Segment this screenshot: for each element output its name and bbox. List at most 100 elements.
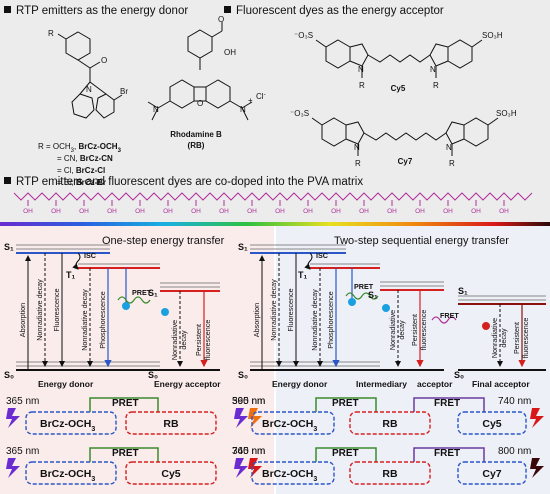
rb-acid-oh: OH xyxy=(224,48,236,57)
donor-molecule-structure xyxy=(57,31,123,119)
left-s0-acceptor: S₀ xyxy=(148,370,158,380)
pva-oh-label: OH xyxy=(331,208,341,215)
donor-r-group: R xyxy=(48,29,54,38)
right-absorption: Absorption xyxy=(252,303,261,337)
left-absorption: Absorption xyxy=(18,303,27,337)
scheme4-acceptor: Cy7 xyxy=(482,468,501,480)
cy7-so3-left: ⁻O₃S xyxy=(290,109,309,118)
pva-oh-label: OH xyxy=(163,208,173,215)
scheme2-acceptor: Cy5 xyxy=(161,468,180,480)
pva-oh-label: OH xyxy=(135,208,145,215)
scheme4-emit: 800 nm xyxy=(498,446,531,457)
rb-ring-o: O xyxy=(197,99,203,108)
right-persist2: Persistent xyxy=(512,322,521,354)
right-decay4: decay xyxy=(499,328,508,348)
scheme1-donor-box xyxy=(25,411,117,435)
scheme1-emit-bolt-icon xyxy=(248,408,262,428)
pva-oh-label: OH xyxy=(471,208,481,215)
header-codoped: RTP emitters and fluorescent dyes are co… xyxy=(16,176,363,188)
rb-name: Rhodamine B xyxy=(170,130,222,139)
cy5-structure xyxy=(315,39,483,78)
right-intermediary-dot xyxy=(382,304,390,312)
donor-carbonyl-o: O xyxy=(101,56,107,65)
scheme1-transfer: PRET xyxy=(112,398,139,409)
cy5-so3-left: ⁻O₃S xyxy=(294,31,313,40)
rb-chloride: Cl- xyxy=(256,92,266,101)
donor-nitrogen: N xyxy=(86,85,92,94)
left-panel-title: One-step energy transfer xyxy=(102,235,225,247)
scheme3-donor-box xyxy=(251,411,335,435)
cy7-r-right: R xyxy=(449,159,455,168)
right-donor-dot xyxy=(348,298,356,306)
scheme1-excite-bolt-icon xyxy=(6,408,20,428)
cy7-so3h-right: SO₃H xyxy=(496,109,517,118)
right-s0: S₀ xyxy=(238,370,248,380)
right-s1-final: S₁ xyxy=(458,286,468,296)
scheme4-transfer1: PRET xyxy=(332,448,359,459)
scheme2-donor: BrCz-OCH3 xyxy=(40,468,95,483)
header-acceptor: Fluorescent dyes as the energy acceptor xyxy=(236,5,444,17)
right-fret: FRET xyxy=(440,311,459,320)
right-nonrad2: Nonradiative decay xyxy=(310,289,319,351)
pva-oh-label: OH xyxy=(443,208,453,215)
right-scheme-cy5: 365 nm BrCz-OCH3 PRET RB FRET Cy5 740 nm xyxy=(232,396,544,435)
left-s0: S₀ xyxy=(4,370,14,380)
pva-oh-label: OH xyxy=(247,208,257,215)
scheme3-acceptor: Cy5 xyxy=(482,418,501,430)
left-nonrad: Nonradiative decay xyxy=(35,279,44,341)
scheme2-excite-bolt-icon xyxy=(6,458,20,478)
variant-cn: = CN, BrCz-CN xyxy=(57,154,113,163)
left-scheme-cy5: 365 nm BrCz-OCH3 PRET Cy5 740 nm xyxy=(6,446,265,485)
pva-oh-label: OH xyxy=(499,208,509,215)
variant-cl: = Cl, BrCz-Cl xyxy=(57,166,105,175)
variant-och3: R = OCH3, BrCz-OCH3 xyxy=(38,142,122,154)
pva-oh-label: OH xyxy=(275,208,285,215)
scheme2-donor-box xyxy=(25,461,117,485)
variant-br: = Br, BrCz-Br xyxy=(57,178,106,187)
right-nonrad: Nonradiative decay xyxy=(269,279,278,341)
scheme2-transfer: PRET xyxy=(112,448,139,459)
scheme3-mid: RB xyxy=(382,418,398,430)
left-scheme-rb: 365 nm BrCz-OCH3 PRET RB 590 nm xyxy=(6,396,265,435)
scheme4-mid: RB xyxy=(382,468,398,480)
cy5-so3h-right: SO₃H xyxy=(482,31,503,40)
left-pret: PRET xyxy=(132,288,152,297)
cy5-n-right: N xyxy=(430,65,436,74)
cy5-r-right: R xyxy=(433,81,439,90)
pva-oh-label: OH xyxy=(219,208,229,215)
scheme2-excite: 365 nm xyxy=(6,446,39,457)
cy5-r-left: R xyxy=(359,81,365,90)
left-decay3: decay xyxy=(179,330,188,350)
scheme3-donor: BrCz-OCH3 xyxy=(262,418,317,433)
right-scheme-cy7: 365 nm BrCz-OCH3 PRET RB FRET Cy7 800 nm xyxy=(232,446,544,485)
right-isc: ISC xyxy=(316,251,328,260)
right-panel-bg xyxy=(276,226,550,494)
right-final-dot xyxy=(482,322,490,330)
scheme4-excite-bolt-icon xyxy=(234,458,248,478)
right-decay3: decay xyxy=(397,320,406,340)
right-pret: PRET xyxy=(354,282,374,291)
left-nonrad3: Nonradiative xyxy=(170,320,179,360)
left-donor-dot xyxy=(122,302,130,310)
cy5-label: Cy5 xyxy=(391,84,406,93)
scheme3-excite: 365 nm xyxy=(232,396,265,407)
left-phos: Phosphorescence xyxy=(98,291,107,349)
left-persist: Persistent xyxy=(194,324,203,356)
cy7-n-left: N xyxy=(354,143,360,152)
left-donor-label: Energy donor xyxy=(38,379,94,389)
scheme1-emit: 590 nm xyxy=(232,396,265,407)
pva-oh-label: OH xyxy=(191,208,201,215)
right-s1-intermediary: S₁ xyxy=(368,290,378,300)
scheme4-donor: BrCz-OCH3 xyxy=(262,468,317,483)
pva-oh-label: OH xyxy=(415,208,425,215)
cy7-structure xyxy=(311,117,499,156)
pva-oh-label: OH xyxy=(51,208,61,215)
cy7-r-left: R xyxy=(355,159,361,168)
scheme4-transfer2: FRET xyxy=(434,448,460,459)
rb-amine-n-right: N xyxy=(240,105,246,114)
right-panel-title: Two-step sequential energy transfer xyxy=(334,235,509,247)
bullet-donor xyxy=(4,6,11,13)
right-pfluor: fluorescence xyxy=(419,310,428,351)
right-fluor: Fluorescence xyxy=(286,288,295,331)
